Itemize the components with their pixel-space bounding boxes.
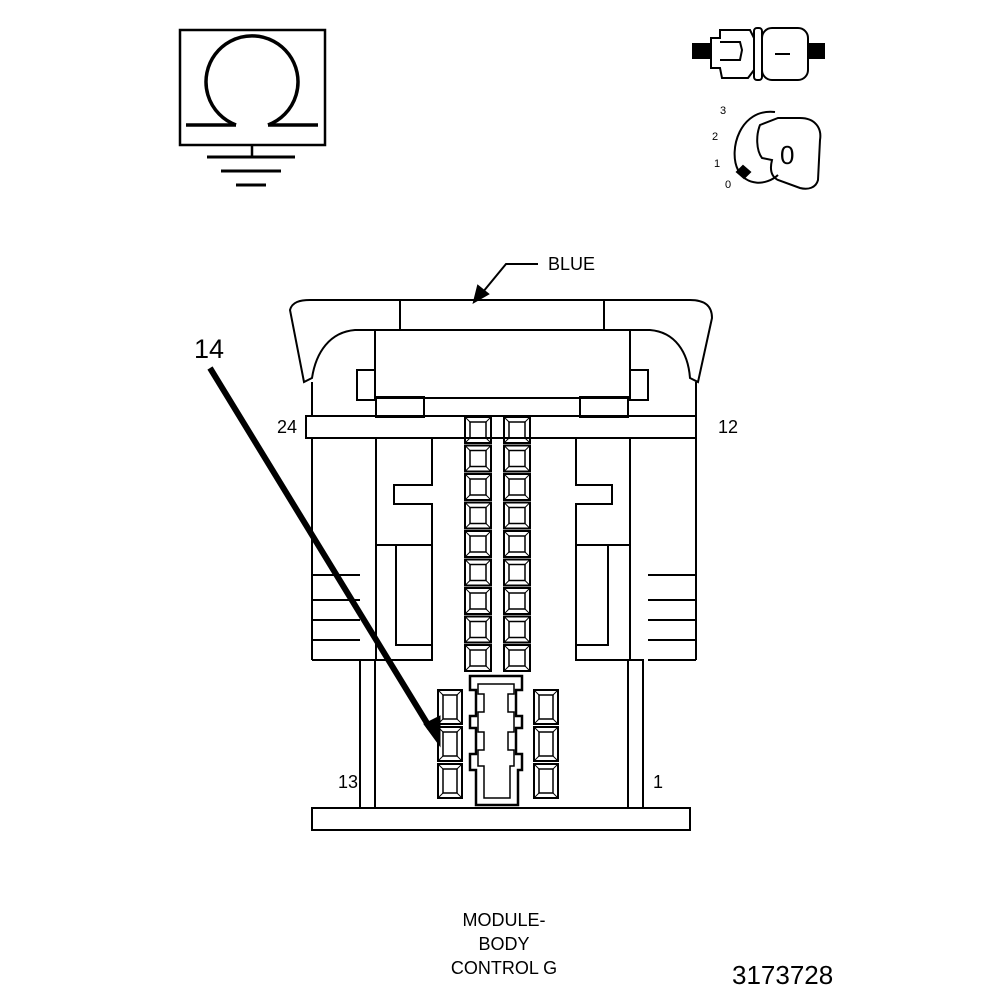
key-position-label: 0	[780, 140, 795, 170]
large-terminal-cavity	[533, 726, 559, 762]
large-terminal-cavity	[437, 763, 463, 799]
large-terminal-cavity	[437, 726, 463, 762]
pin-cavities	[437, 416, 559, 799]
ignition-position-2: 2	[712, 131, 719, 143]
pin-number-24: 24	[277, 417, 298, 437]
blue-callout-leader	[472, 263, 538, 305]
terminal-cavity	[503, 501, 531, 530]
terminal-cavity	[464, 501, 492, 530]
terminal-cavity	[503, 473, 531, 501]
terminal-cavity	[503, 530, 531, 558]
module-caption: MODULE- BODY CONTROL G	[404, 908, 604, 980]
terminal-cavity	[503, 587, 531, 615]
ignition-key-icon	[733, 110, 822, 190]
terminal-cavity	[503, 444, 531, 473]
pin-14-callout-leader	[207, 366, 441, 748]
ignition-position-1: 1	[714, 158, 721, 170]
terminal-cavity	[464, 615, 492, 644]
terminal-cavity	[464, 444, 492, 473]
terminal-cavity	[503, 644, 531, 672]
terminal-cavity	[464, 587, 492, 615]
pin-14-callout: 14	[194, 334, 225, 364]
terminal-cavity	[464, 416, 492, 444]
ignition-position-3: 3	[720, 105, 727, 117]
large-terminal-cavity	[437, 689, 463, 725]
caption-line-2: BODY	[478, 934, 530, 954]
terminal-cavity	[464, 473, 492, 501]
connector-plug-icon	[692, 27, 825, 81]
large-terminal-cavity	[533, 689, 559, 725]
connector-body	[288, 299, 714, 831]
pin-number-13: 13	[338, 772, 359, 792]
terminal-cavity	[464, 644, 492, 672]
pin-number-12: 12	[718, 417, 739, 437]
pin-number-1: 1	[653, 772, 664, 792]
terminal-cavity	[503, 558, 531, 587]
terminal-cavity	[503, 615, 531, 644]
terminal-cavity	[464, 530, 492, 558]
figure-number: 3173728	[732, 960, 834, 990]
caption-line-1: MODULE-	[462, 910, 546, 930]
ignition-position-0: 0	[725, 179, 732, 191]
terminal-cavity	[464, 558, 492, 587]
terminal-cavity	[503, 416, 531, 444]
caption-line-3: CONTROL G	[450, 958, 558, 978]
blue-color-label: BLUE	[548, 254, 596, 274]
ohm-ground-icon	[178, 28, 327, 187]
large-terminal-cavity	[533, 763, 559, 799]
